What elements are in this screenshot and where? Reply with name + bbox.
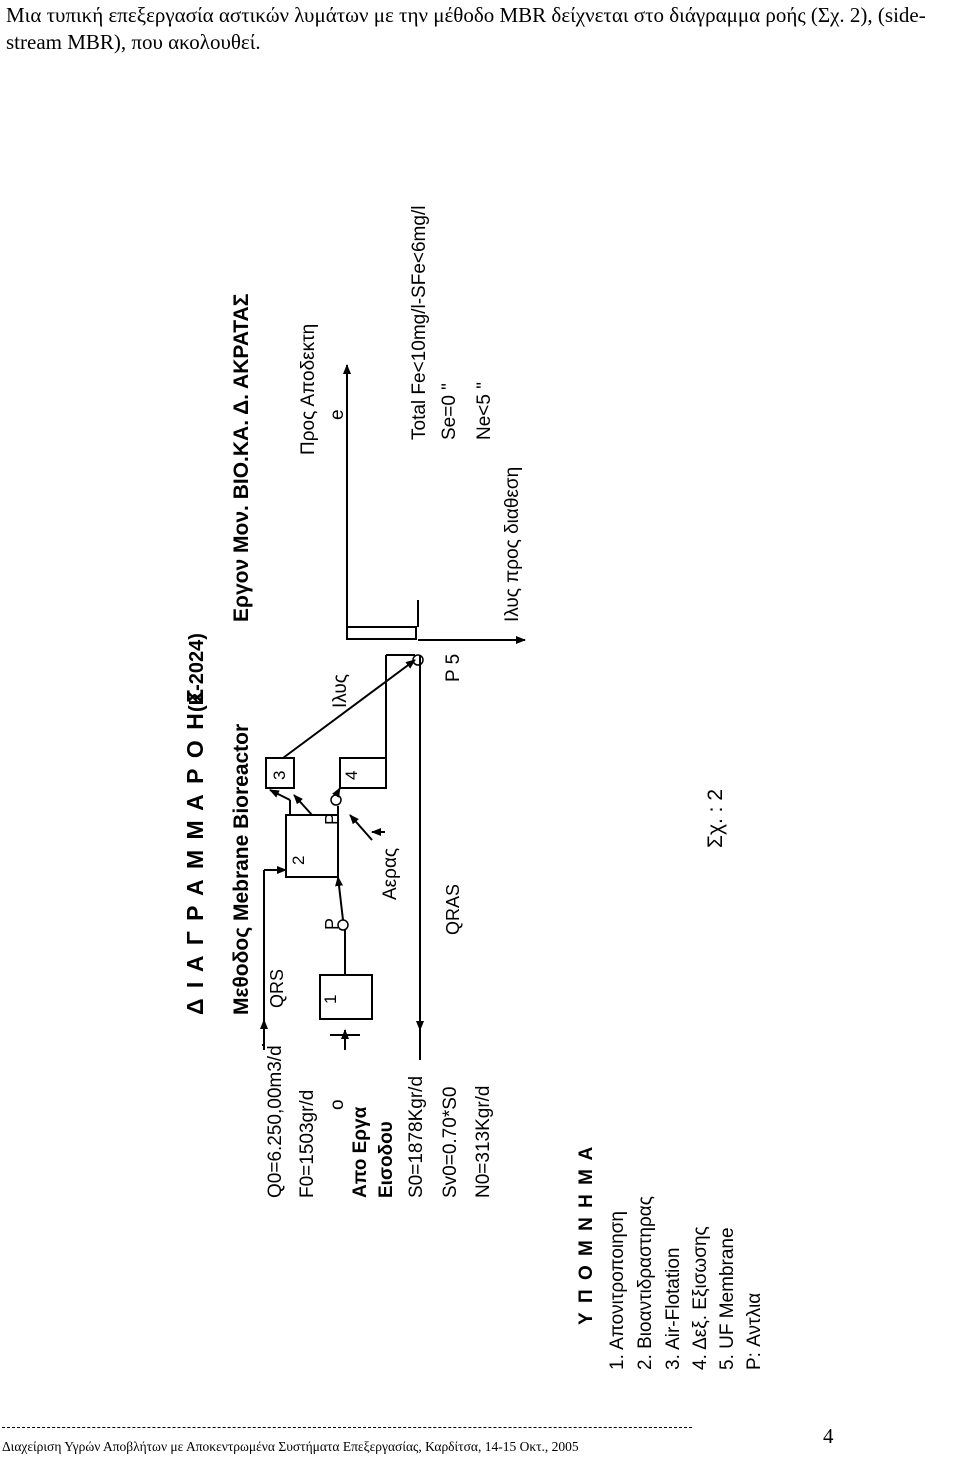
project-label: Εργον Μον. ΒΙΟ.ΚΑ. Δ. ΑΚΡΑΤΑΣ [230, 294, 253, 622]
legend-item-1: 1. Απονιτροποιηση [607, 1211, 628, 1370]
q-ras-label: QRAS [443, 884, 463, 935]
p5-label: P 5 [443, 654, 464, 682]
unit-2-label: 2 [289, 856, 308, 865]
legend-item-5: 5. UF Membrane [717, 1227, 738, 1370]
diagram-code: (Κ-2024) [186, 633, 208, 712]
air-label: Αερας [380, 848, 401, 900]
o-label: o [327, 1099, 348, 1110]
legend-item-2: 2. Βιοαντιδραστηρας [635, 1196, 656, 1370]
unit-3-box [265, 757, 295, 789]
effluent-quality-2: Se=0 " [439, 383, 460, 440]
unit-1-label: 1 [321, 995, 340, 1004]
figure-number: Σχ. : 2 [704, 789, 727, 848]
receiver-label: Προς Αποδεκτη [298, 324, 319, 455]
pump-label-1: P [322, 918, 342, 930]
s0-label: S0=1878Kgr/d [406, 1076, 427, 1198]
legend-item-3: 3. Air-Flotation [663, 1248, 684, 1371]
legend-title: Υ Π Ο Μ Ν Η Μ Α [576, 1145, 597, 1325]
unit-4-box [339, 757, 387, 789]
flow-lines [260, 364, 526, 1060]
page-number: 4 [823, 1424, 834, 1448]
effluent-quality-3: Ne<5 " [474, 382, 495, 440]
source-label-2: Εισοδου [376, 1121, 397, 1198]
source-label-1: Απο Εργα [350, 1106, 371, 1198]
unit-5-membrane [346, 626, 417, 640]
f0-label: F0=1503gr/d [297, 1090, 318, 1198]
intro-paragraph: Μια τυπική επεξεργασία αστικών λυμάτων μ… [6, 3, 926, 54]
method-label: Μεθοδος Mebrane Bioreactor [230, 724, 253, 1015]
sludge-label: Ιλυς [330, 674, 351, 708]
effluent-quality-1: Total Fe<10mg/l-SFe<6mg/l [409, 206, 430, 440]
legend-item-6: P: Αντλια [744, 1293, 765, 1370]
unit-3-label: 3 [270, 771, 289, 780]
q0-label: Q0=6.250,00m3/d [265, 1045, 286, 1198]
diagram-title: Δ Ι Α Γ Ρ Α Μ Μ Α Ρ Ο Η Σ [182, 687, 208, 1015]
unit-4-label: 4 [342, 771, 361, 780]
footer-conference-text: Διαχείριση Υγρών Αποβλήτων με Αποκεντρωμ… [2, 1439, 579, 1454]
legend-item-4: 4. Δεξ. Εξισωσης [690, 1226, 711, 1370]
sludge-disposal-label: Ιλυς προς διαθεση [502, 467, 523, 622]
footer-divider [2, 1427, 692, 1428]
sv0-label: Sv0=0.70*S0 [440, 1087, 461, 1198]
q-rs-label: QRS [267, 969, 287, 1008]
n0-label: N0=313Kgr/d [473, 1086, 494, 1199]
effluent-label: e [327, 409, 348, 420]
